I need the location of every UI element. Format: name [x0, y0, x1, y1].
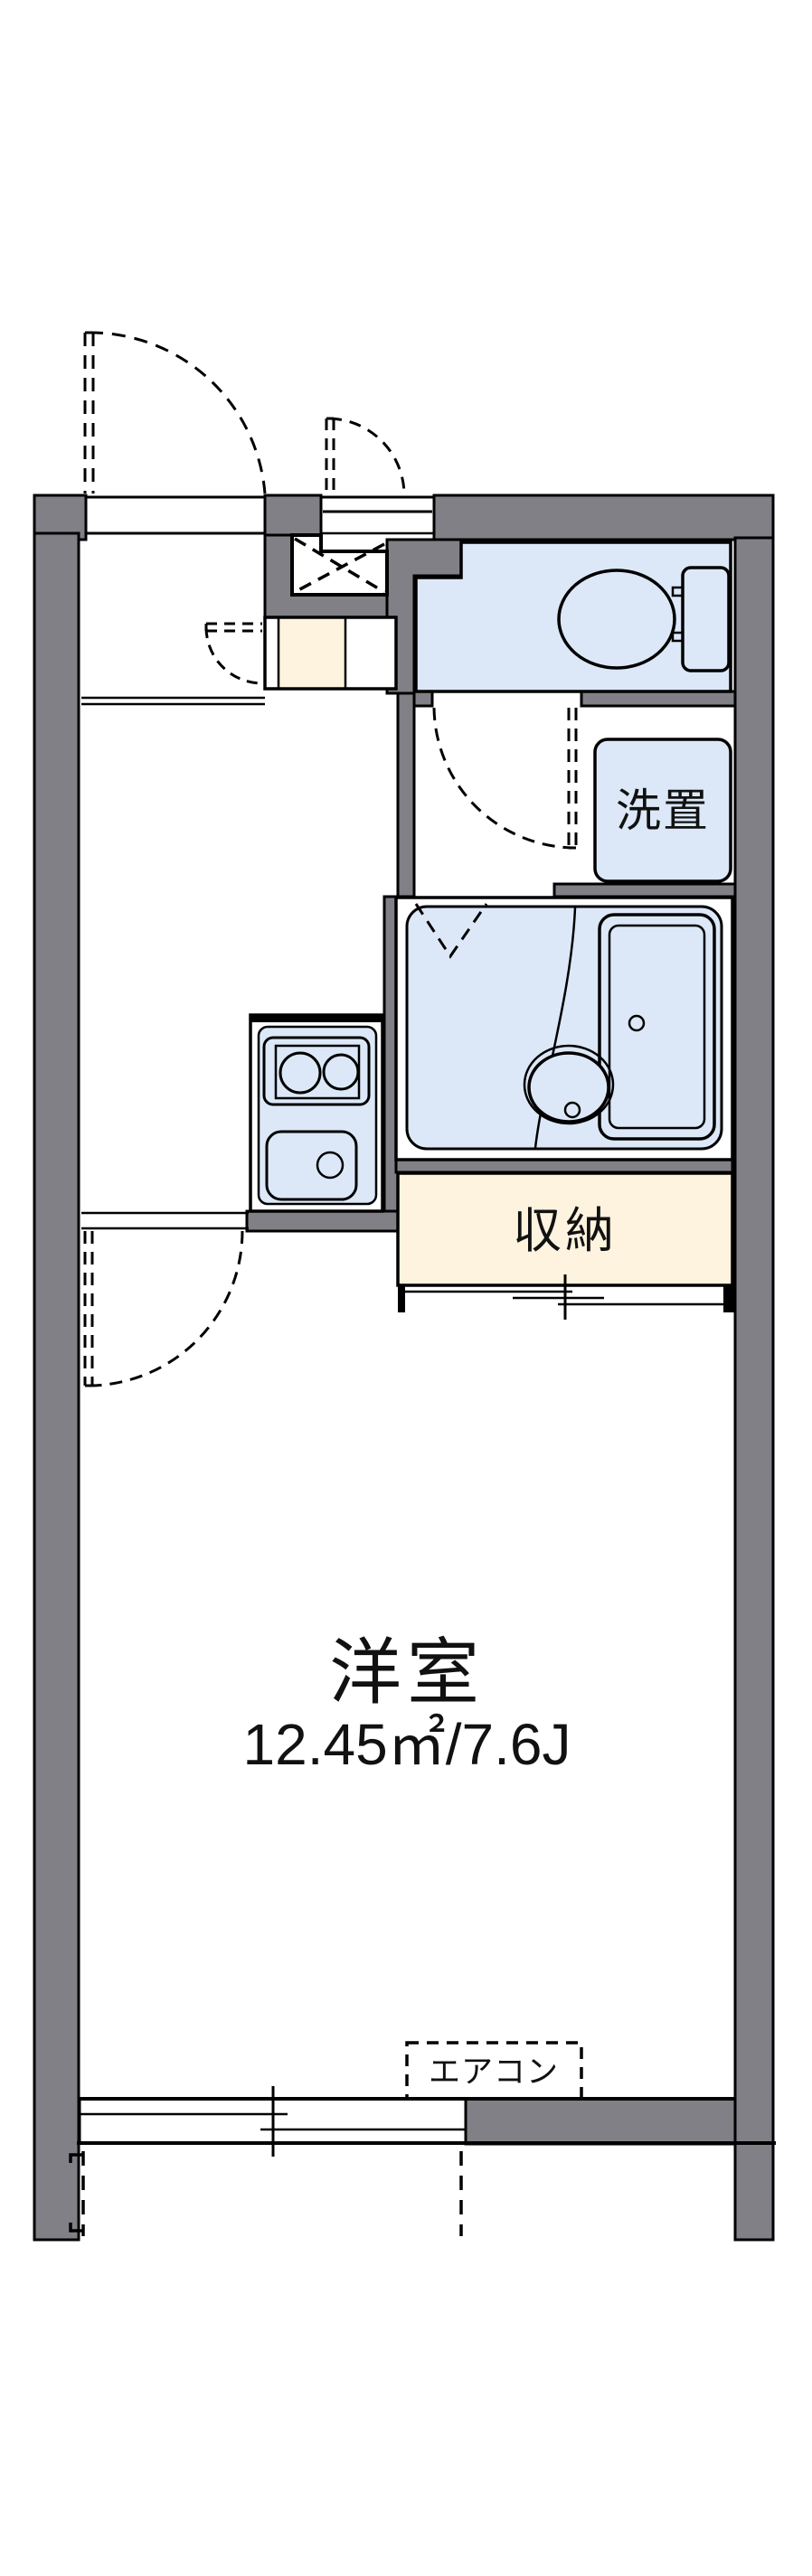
- wall-bath-bottom: [394, 1158, 734, 1174]
- closet-sliding-door: [402, 1274, 728, 1320]
- closet-box: [396, 1171, 734, 1287]
- sub-door-swing: [325, 417, 406, 494]
- aircon-label: エアコン: [429, 2054, 559, 2090]
- washer-box: [593, 738, 732, 883]
- kitchen-counter-top-band: [250, 1015, 382, 1022]
- wall-bottom-right: [464, 2097, 737, 2146]
- wall-washroom-bottom: [552, 882, 737, 898]
- balcony-marks: [69, 2151, 463, 2236]
- bathtub-inner: [608, 924, 706, 1130]
- bath-door-mark: [414, 903, 488, 959]
- balcony-window: [77, 2086, 776, 2157]
- wall-washroom-left: [396, 691, 416, 898]
- closet-left-jamb: [398, 1285, 405, 1312]
- toilet-tank: [681, 566, 731, 672]
- room-door: [81, 1211, 249, 1387]
- toilet-bowl: [557, 569, 676, 670]
- room-door-swing: [83, 1230, 244, 1387]
- kitchen-counter-inner: [257, 1025, 378, 1206]
- entrance: [81, 331, 434, 706]
- bath-basin-drain: [563, 1101, 581, 1119]
- closet: 収納: [396, 1171, 735, 1320]
- bath-partition-curve: [533, 907, 577, 1149]
- room-size: 12.45㎡/7.6J: [243, 1712, 571, 1777]
- duct-box-cross: [294, 537, 385, 594]
- wall-toilet-left: [385, 538, 463, 695]
- balcony-hook-bottom: [69, 2223, 84, 2233]
- wall-kitchen-bottom-stub: [245, 1209, 402, 1233]
- kitchen-sink: [265, 1130, 358, 1201]
- wall-top-right: [432, 494, 775, 541]
- stove-burner-right: [322, 1053, 360, 1091]
- bath-basin: [527, 1051, 610, 1123]
- wall-right: [733, 536, 775, 2242]
- wall-toilet-bottom-right: [580, 690, 737, 708]
- washer-space: 洗置: [593, 738, 732, 883]
- entrance-door-swing: [83, 331, 267, 494]
- bath-basin-outer: [523, 1044, 615, 1125]
- western-room: 洋室 12.45㎡/7.6J: [243, 1632, 571, 1777]
- closet-right-jamb: [723, 1285, 735, 1312]
- sink-drain: [316, 1151, 345, 1180]
- toilet-door-swing: [432, 707, 578, 850]
- closet-label: 収納: [513, 1204, 618, 1258]
- stove-burner-left: [279, 1051, 322, 1095]
- duct-box: [290, 533, 389, 597]
- bathtub-drain: [628, 1014, 646, 1032]
- washer-label: 洗置: [616, 785, 710, 836]
- room-title: 洋室: [329, 1632, 485, 1713]
- heater-cabinet: [204, 616, 398, 691]
- aircon-box: エアコン: [405, 2041, 583, 2101]
- aircon-outline: [405, 2041, 583, 2101]
- bathroom: [394, 896, 734, 1161]
- heater-cabinet-fill: [279, 619, 345, 687]
- stove-outer: [262, 1036, 371, 1106]
- heater-door-swing: [204, 622, 263, 685]
- toilet-room: [414, 541, 732, 850]
- wall-left: [33, 531, 80, 2242]
- kitchen: [249, 1013, 384, 1213]
- balcony-hook-top: [69, 2153, 84, 2163]
- wall-toilet-bottom-left: [412, 690, 434, 708]
- bathtub: [598, 913, 716, 1141]
